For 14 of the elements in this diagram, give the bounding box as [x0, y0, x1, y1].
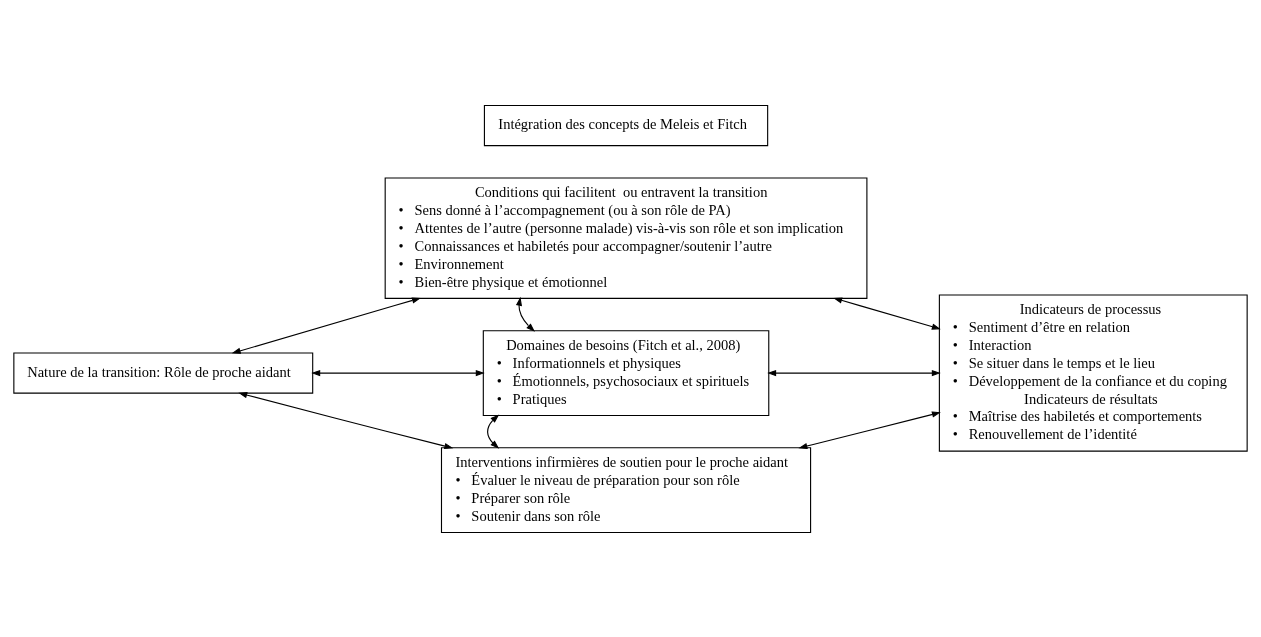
arrow [798, 410, 941, 449]
arrow [767, 369, 941, 376]
arrow [238, 391, 454, 449]
arrow [487, 413, 500, 449]
node-box: Domaines de besoins (Fitch et al., 2008) • Informationnels et physiques • Émotionnels, psychosociaux et spirituels • Pratiques [482, 329, 770, 416]
node-box: Nature de la transition: Rôle de proche aidant [13, 351, 314, 394]
arrow [515, 296, 535, 332]
arrow [231, 296, 421, 354]
node-box: Interventions infirmières de soutien pour le proche aidant • Évaluer le niveau de préparation pour son rôle • Préparer son rôle • Soutenir dans son rôle [440, 446, 812, 533]
node-box: Intégration des concepts de Meleis et Fitch [483, 104, 769, 146]
node-box: Conditions qui facilitent ou entravent la transition • Sens donné à l’accompagnement (ou à son rôle de PA) • Attentes de l’autre (personne malade) vis-à-vis son rôle et son implication • Connaissances et habiletés pour accompagner/soutenir l’autre • Environnement • Bien-être physique et émotionnel [384, 176, 868, 299]
arrow [833, 296, 941, 330]
node-box: Indicateurs de processus • Sentiment d’être en relation • Interaction • Se situer dans le temps et le lieu • Développement de la confiance et du coping Indicateurs de résultats • Maîtrise des habiletés et comportements • Renouvellement de l’identité [938, 293, 1248, 452]
arrow [311, 369, 485, 376]
